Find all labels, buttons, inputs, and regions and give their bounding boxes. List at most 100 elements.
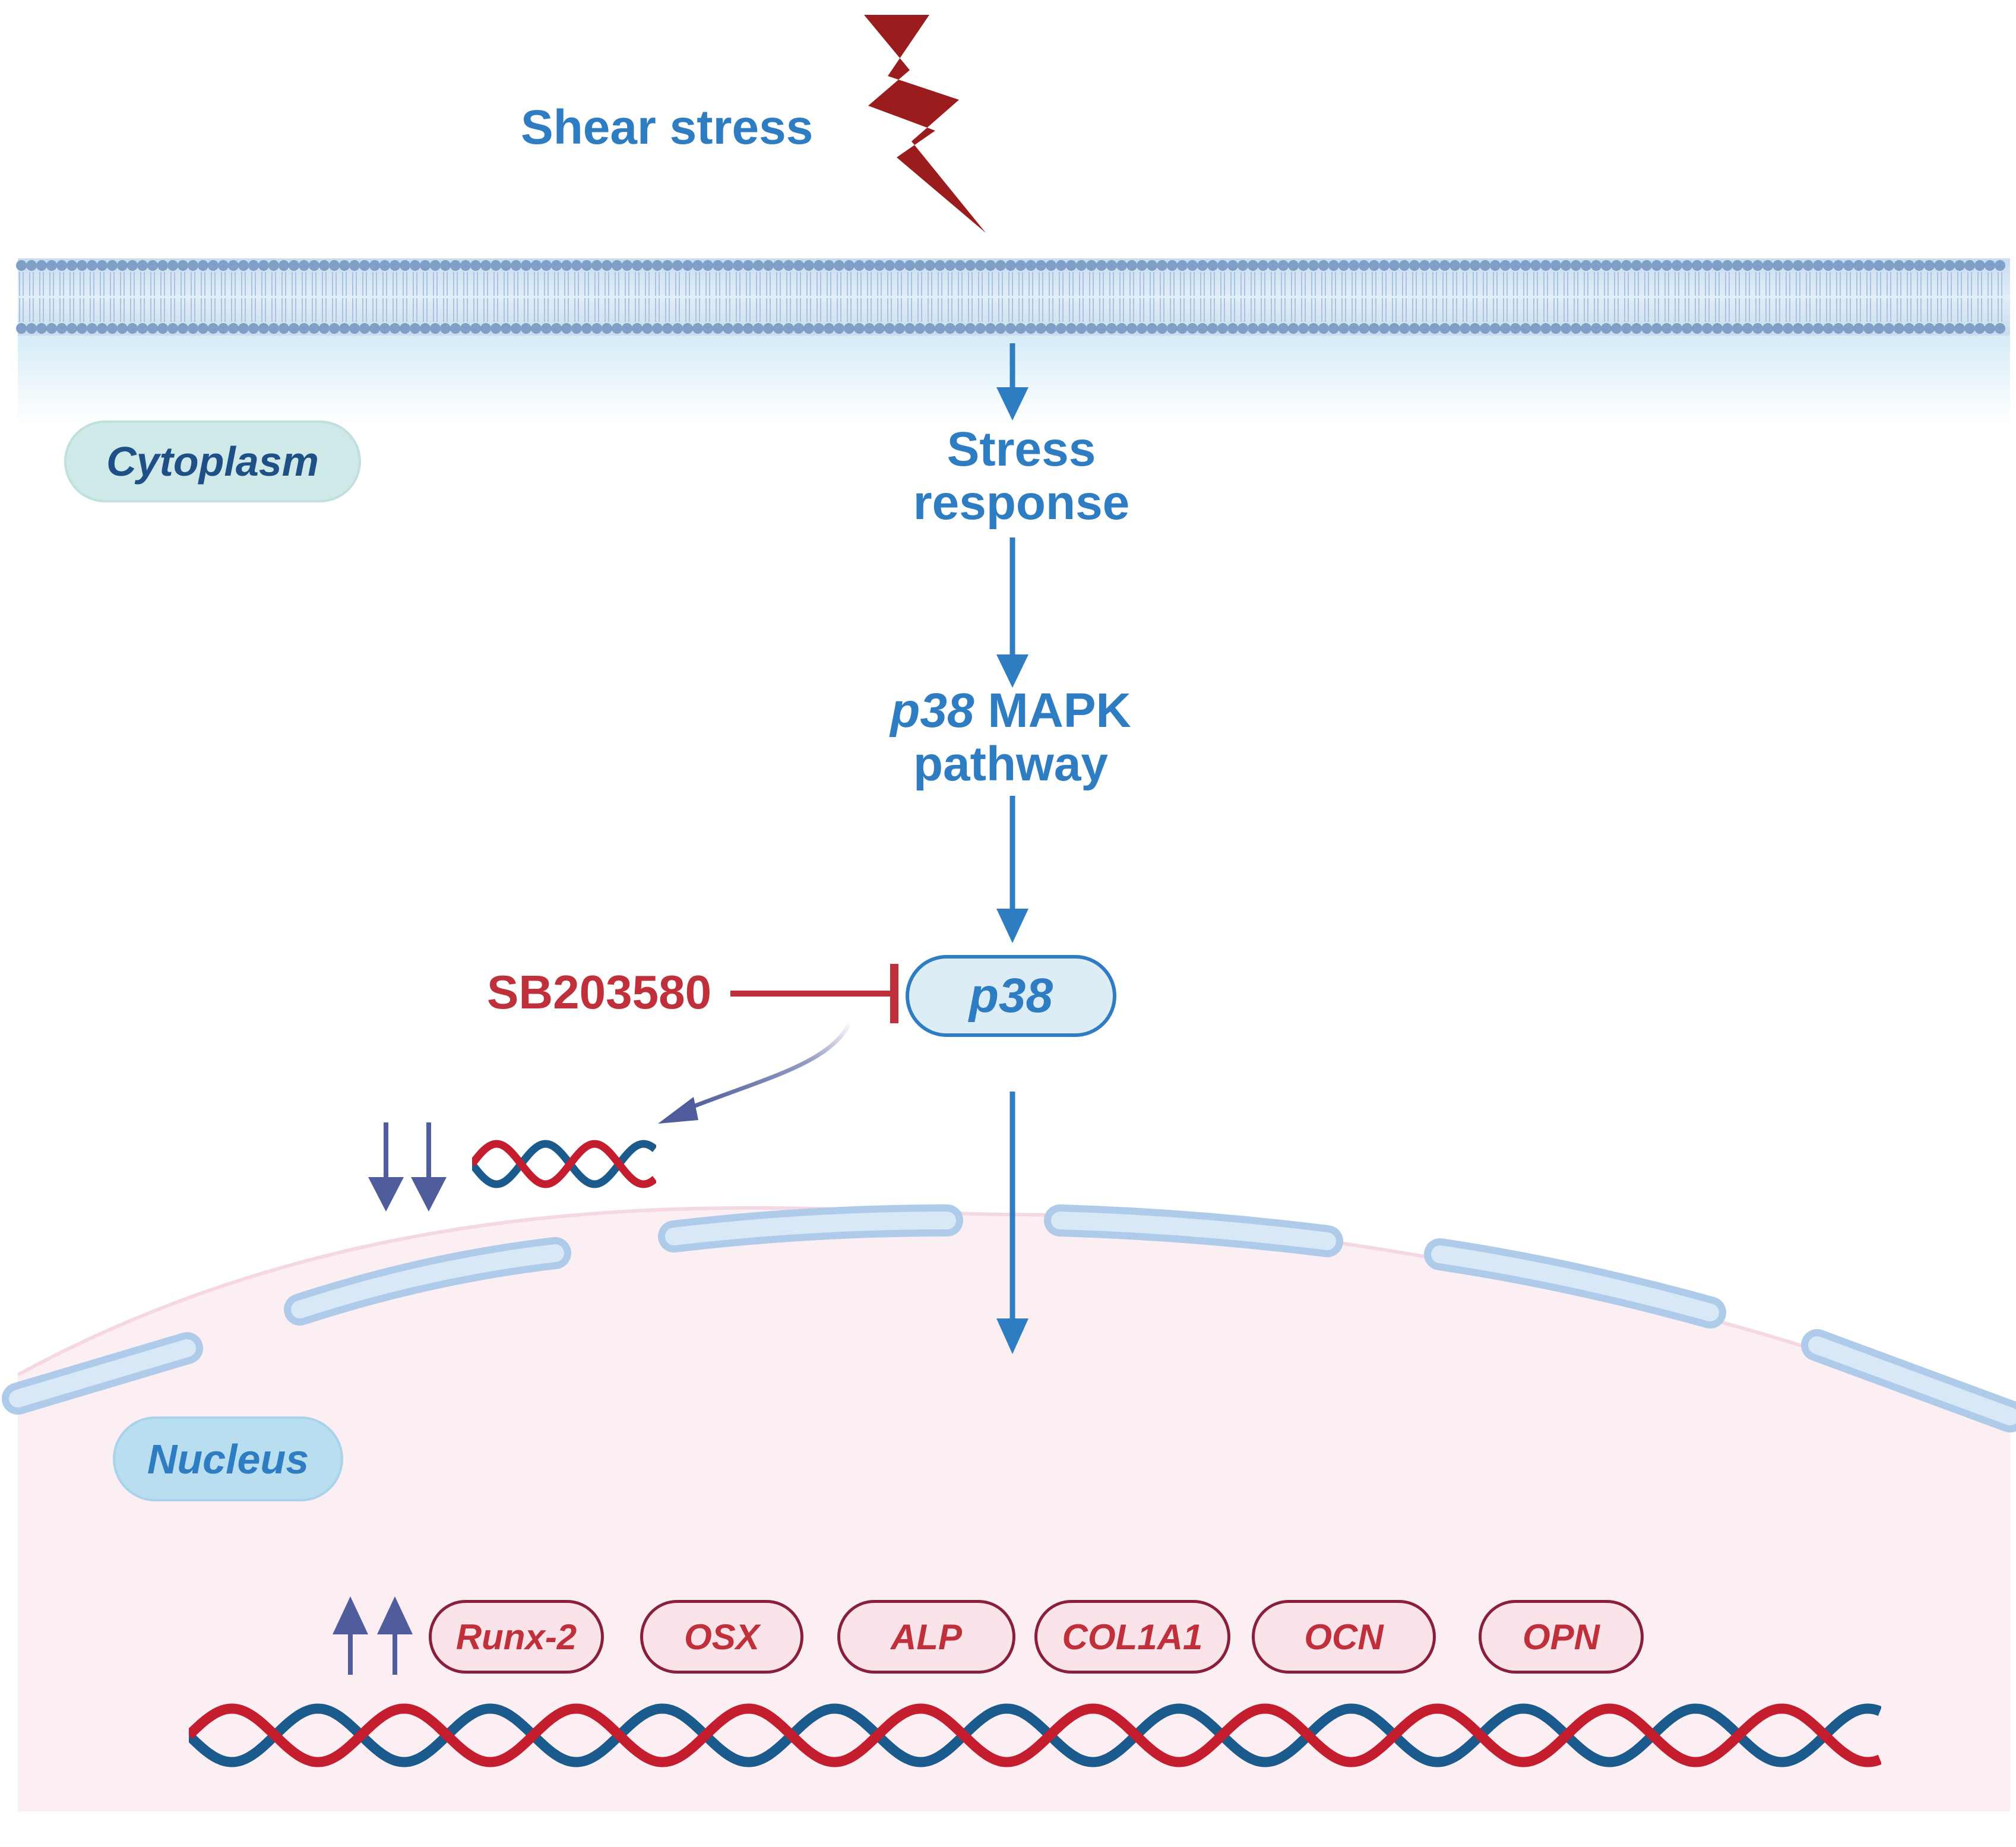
mapk-text: MAPK bbox=[974, 684, 1131, 738]
lipid-head bbox=[864, 323, 875, 334]
lipid-head bbox=[985, 260, 996, 271]
lipid-head bbox=[1349, 260, 1359, 271]
lipid-head bbox=[1015, 260, 1026, 271]
lipid-head bbox=[814, 260, 824, 271]
lipid-head bbox=[1026, 323, 1036, 334]
lipid-head bbox=[450, 323, 461, 334]
lipid-head bbox=[1369, 323, 1379, 334]
lipid-head bbox=[67, 323, 77, 334]
lipid-head bbox=[1076, 260, 1087, 271]
lipid-head bbox=[965, 260, 976, 271]
lipid-head bbox=[1813, 323, 1824, 334]
lipid-head bbox=[702, 260, 713, 271]
lipid-head bbox=[824, 323, 834, 334]
lipid-head bbox=[299, 323, 309, 334]
curved-arrow bbox=[688, 1020, 853, 1111]
lipid-head bbox=[1884, 260, 1894, 271]
lipid-head bbox=[1268, 323, 1278, 334]
p38-node: p38 bbox=[906, 955, 1116, 1037]
lipid-head bbox=[753, 323, 764, 334]
lipid-head bbox=[1056, 260, 1066, 271]
lipid-head bbox=[278, 260, 289, 271]
lipid-head bbox=[935, 260, 945, 271]
lipid-head bbox=[894, 260, 905, 271]
lipid-head bbox=[188, 260, 198, 271]
lipid-head bbox=[1783, 323, 1793, 334]
lipid-head bbox=[743, 260, 754, 271]
lipid-head bbox=[1914, 323, 1925, 334]
lipid-head bbox=[379, 323, 390, 334]
lipid-head bbox=[894, 323, 905, 334]
lipid-head bbox=[793, 260, 804, 271]
lipid-head bbox=[884, 323, 895, 334]
lipid-head bbox=[1126, 323, 1137, 334]
lipid-head bbox=[1540, 260, 1551, 271]
lipid-head bbox=[1177, 260, 1188, 271]
lipid-head bbox=[672, 260, 683, 271]
lipid-head bbox=[1954, 260, 1965, 271]
lipid-head bbox=[1510, 323, 1521, 334]
lipid-head bbox=[1338, 260, 1349, 271]
lipid-head bbox=[1197, 323, 1208, 334]
lipid-head bbox=[319, 260, 330, 271]
lipid-head bbox=[1702, 260, 1713, 271]
lipid-head bbox=[127, 260, 138, 271]
lipid-head bbox=[834, 260, 844, 271]
lipid-head bbox=[1843, 323, 1854, 334]
lipid-head bbox=[814, 323, 824, 334]
lipid-head bbox=[1450, 260, 1460, 271]
lipid-head bbox=[258, 260, 269, 271]
lipid-head bbox=[1389, 260, 1400, 271]
lipid-head bbox=[268, 260, 279, 271]
lipid-head bbox=[1470, 260, 1480, 271]
lipid-head bbox=[1581, 260, 1591, 271]
lipid-head bbox=[1197, 260, 1208, 271]
lipid-head bbox=[753, 260, 764, 271]
lipid-head bbox=[1924, 323, 1935, 334]
lipid-head bbox=[430, 323, 441, 334]
lipid-head bbox=[642, 323, 653, 334]
lipid-head bbox=[1167, 260, 1178, 271]
lipid-head bbox=[1157, 323, 1167, 334]
lipid-head bbox=[1974, 260, 1985, 271]
lipid-head bbox=[1702, 323, 1713, 334]
lipid-head bbox=[834, 323, 844, 334]
lipid-head bbox=[1419, 323, 1430, 334]
lipid-head bbox=[289, 260, 299, 271]
lipid-head bbox=[147, 323, 158, 334]
lipid-head bbox=[1995, 323, 2005, 334]
lipid-head bbox=[1974, 323, 1985, 334]
lipid-head bbox=[1672, 323, 1682, 334]
lipid-head bbox=[1429, 323, 1440, 334]
lipid-head bbox=[561, 323, 572, 334]
lipid-head bbox=[1661, 323, 1672, 334]
lipid-head bbox=[632, 323, 643, 334]
lipid-head bbox=[1137, 323, 1147, 334]
lipid-head bbox=[1985, 323, 1995, 334]
lipid-head bbox=[1500, 260, 1511, 271]
lipid-head bbox=[1066, 260, 1077, 271]
lipid-head bbox=[1954, 323, 1965, 334]
lipid-head bbox=[1561, 260, 1571, 271]
lipid-head bbox=[1106, 323, 1117, 334]
lipid-head bbox=[117, 260, 128, 271]
lipid-head bbox=[339, 323, 350, 334]
lipid-head bbox=[1692, 323, 1702, 334]
lipid-head bbox=[1137, 260, 1147, 271]
dna-helix-small-icon bbox=[472, 1140, 656, 1188]
gene-osx: OSX bbox=[640, 1600, 803, 1674]
lipid-head bbox=[1036, 260, 1046, 271]
lipid-head bbox=[1520, 260, 1531, 271]
lipid-head bbox=[1217, 260, 1228, 271]
lipid-head bbox=[1207, 323, 1218, 334]
lipid-head bbox=[995, 260, 1006, 271]
lipid-head bbox=[1359, 260, 1369, 271]
gene-opn: OPN bbox=[1479, 1600, 1644, 1674]
lipid-head bbox=[1177, 323, 1188, 334]
lipid-head bbox=[1712, 323, 1723, 334]
lipid-head bbox=[1308, 323, 1319, 334]
lipid-head bbox=[551, 323, 562, 334]
lipid-head bbox=[56, 323, 67, 334]
lipid-head bbox=[1651, 323, 1662, 334]
